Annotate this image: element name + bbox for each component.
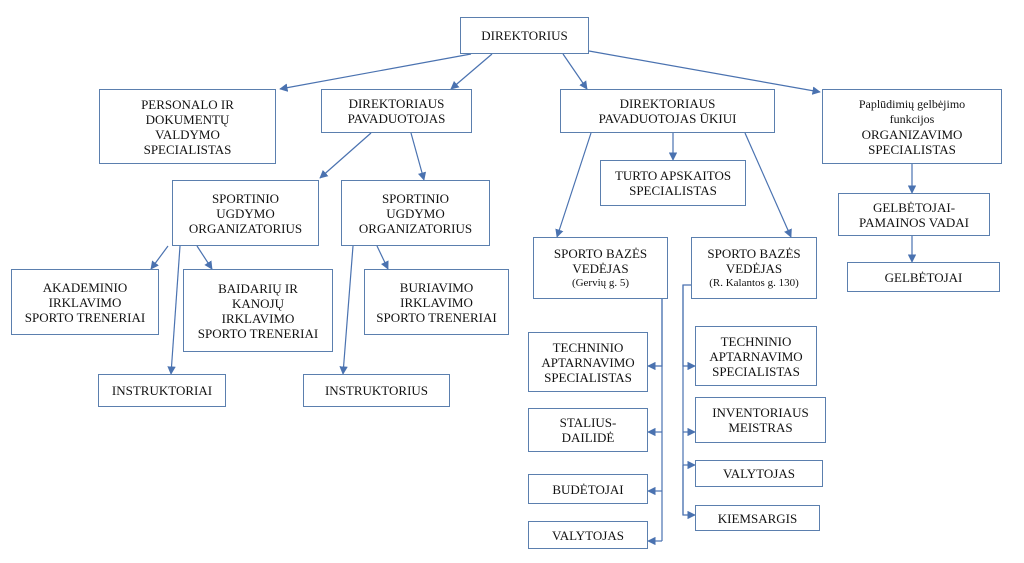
node-instructor: INSTRUKTORIUS	[303, 374, 450, 407]
connector-deputy_eco-to-base_mgr_2	[744, 132, 792, 238]
node-label-line: ORGANIZAVIMO	[861, 126, 963, 142]
node-label-line: SPORTO BAZĖS	[707, 246, 801, 261]
node-cleaner-2: VALYTOJAS	[695, 460, 823, 487]
connector-director-to-deputy_eco	[562, 53, 588, 90]
node-label-line: PAMAINOS VADAI	[859, 214, 969, 230]
node-label-line: ORGANIZATORIUS	[188, 220, 303, 236]
node-label-line: funkcijos	[889, 111, 935, 126]
node-label-line: GELBĖTOJAI-	[872, 199, 956, 215]
node-label-line: SPORTO TRENERIAI	[24, 309, 146, 325]
node-label-line: VALDYMO	[155, 126, 220, 142]
node-instructors: INSTRUKTORIAI	[98, 374, 226, 407]
node-label-line: AKADEMINIO	[42, 279, 128, 295]
node-label-line: BAIDARIŲ IR	[218, 280, 298, 296]
node-label-line: KANOJŲ	[232, 295, 284, 311]
node-label-line: VALYTOJAS	[552, 527, 624, 543]
node-label-line: INSTRUKTORIUS	[324, 383, 429, 398]
node-label-line: APTARNAVIMO	[709, 348, 803, 364]
connector-sport_org_2-to-instructor	[339, 245, 354, 375]
node-label-line: DOKUMENTŲ	[145, 111, 230, 127]
node-label-line: BURIAVIMO	[399, 279, 474, 295]
node-label-line: SPECIALISTAS	[143, 141, 232, 157]
connector-sport_org_2-to-sailing	[376, 245, 389, 270]
node-label-line: SPORTO TRENERIAI	[197, 325, 319, 341]
node-label-line: PERSONALO IR	[141, 96, 234, 112]
node-label-line: MEISTRAS	[728, 420, 793, 435]
node-label-line: DAILIDĖ	[561, 430, 615, 445]
node-address: (R. Kalantos g. 130)	[709, 277, 799, 289]
node-label-line: SPORTINIO	[211, 190, 280, 206]
node-lifeguard-shift-heads: GELBĖTOJAI-PAMAINOS VADAI	[838, 193, 990, 236]
node-label-line: TURTO APSKAITOS	[614, 168, 732, 183]
node-label-line: TECHNINIO	[720, 333, 792, 349]
node-label-line: DIREKTORIUS	[481, 28, 568, 43]
node-cleaner-1: VALYTOJAS	[528, 521, 648, 549]
connector-sport_org_1-to-academic_rowing	[150, 245, 169, 270]
node-label-line: PAVADUOTOJAS	[347, 111, 446, 126]
node-address: (Gervių g. 5)	[571, 277, 630, 289]
connector-base_mgr_2-to-yard_keeper	[682, 465, 696, 520]
node-label-line: SPECIALISTAS	[544, 369, 632, 385]
connector-director-to-personnel	[279, 53, 472, 92]
node-label-line: SPORTINIO	[381, 190, 450, 206]
node-label-line: GELBĖTOJAI	[884, 269, 963, 285]
connector-base_mgr_2-to-tech_2	[682, 284, 696, 371]
node-label-line: ORGANIZATORIUS	[358, 220, 473, 236]
node-watchmen: BUDĖTOJAI	[528, 474, 648, 504]
node-label-line: BUDĖTOJAI	[552, 481, 624, 497]
node-label-line: PAVADUOTOJAS ŪKIUI	[598, 111, 737, 126]
node-label-line: SPECIALISTAS	[712, 363, 800, 379]
node-label-line: DIREKTORIAUS	[619, 96, 716, 111]
node-label-line: TECHNINIO	[552, 339, 624, 355]
connector-sport_org_1-to-kayak	[196, 245, 213, 270]
node-label-line: Paplūdimių gelbėjimo	[858, 96, 966, 111]
node-yard-keeper: KIEMSARGIS	[695, 505, 820, 531]
connector-director-to-beach_org	[588, 50, 821, 95]
node-carpenter: STALIUS-DAILIDĖ	[528, 408, 648, 452]
connector-deputy_eco-to-base_mgr_1	[555, 132, 592, 238]
node-label-line: UGDYMO	[386, 205, 445, 221]
node-label-line: SPORTO TRENERIAI	[376, 309, 497, 325]
node-label-line: IRKLAVIMO	[48, 294, 122, 310]
connector-deputy-to-sport_org_2	[410, 132, 427, 181]
node-label-line: VEDĖJAS	[725, 261, 783, 276]
node-label-line: IRKLAVIMO	[400, 294, 473, 310]
node-label-line: SPECIALISTAS	[629, 183, 717, 198]
node-label-line: UGDYMO	[216, 205, 275, 221]
connector-deputy-to-sport_org_1	[319, 132, 372, 179]
connector-director-to-deputy	[450, 53, 493, 90]
node-director: DIREKTORIUS	[460, 17, 589, 54]
node-label-line: DIREKTORIAUS	[348, 96, 445, 111]
node-label-line: VEDĖJAS	[572, 261, 629, 276]
node-label-line: IRKLAVIMO	[221, 310, 295, 326]
node-label-line: VALYTOJAS	[723, 466, 795, 481]
node-label-line: STALIUS-	[559, 415, 617, 430]
node-label-line: SPECIALISTAS	[868, 141, 956, 157]
node-label-line: SPORTO BAZĖS	[553, 246, 648, 261]
node-lifeguards: GELBĖTOJAI	[847, 262, 1000, 292]
node-label-line: APTARNAVIMO	[541, 354, 635, 370]
node-label-line: INSTRUKTORIAI	[111, 383, 213, 398]
node-label-line: INVENTORIAUS	[712, 405, 809, 420]
connector-sport_org_1-to-instructors	[167, 245, 181, 375]
node-label-line: KIEMSARGIS	[717, 510, 798, 526]
